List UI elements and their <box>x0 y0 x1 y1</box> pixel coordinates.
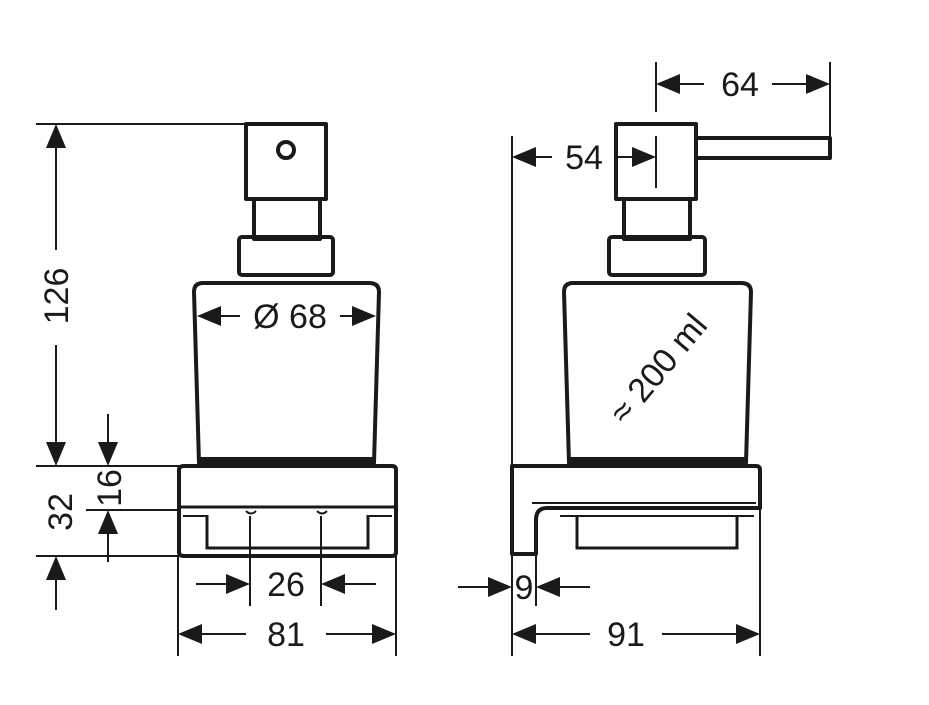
side-view <box>510 122 832 556</box>
dim-26: 26 <box>196 516 376 606</box>
dim-9: 9 <box>458 554 590 656</box>
capacity-label: ≈ 200 ml <box>602 307 715 431</box>
front-pump-neck <box>252 197 322 241</box>
side-pump-neck <box>622 197 692 241</box>
dim-68: Ø 68 <box>197 298 376 336</box>
dim-64: 64 <box>655 62 831 136</box>
dim-26-label: 26 <box>267 566 305 604</box>
side-collar <box>607 235 707 277</box>
dim-81: 81 <box>177 556 397 656</box>
side-wall-bracket <box>510 464 762 556</box>
dim-91-label: 91 <box>607 616 645 654</box>
dim-16-label: 16 <box>91 469 129 507</box>
dim-126-label: 126 <box>38 268 76 325</box>
side-glass-body <box>562 281 753 465</box>
side-spout <box>692 136 832 160</box>
dim-64-label: 64 <box>721 66 759 104</box>
front-view <box>177 122 398 558</box>
front-pump-head <box>244 122 328 201</box>
dim-9-label: 9 <box>515 569 534 607</box>
front-holder-cup <box>205 515 370 550</box>
dim-91: 91 <box>512 508 761 656</box>
dim-16: 16 <box>86 414 179 562</box>
front-mount-mark-right <box>316 510 328 515</box>
side-holder-cup <box>575 515 739 550</box>
dim-81-label: 81 <box>267 616 305 654</box>
dim-68-label: Ø 68 <box>253 298 327 336</box>
front-collar <box>237 235 335 277</box>
dim-54-label: 54 <box>565 139 603 177</box>
dim-54: 54 <box>511 136 657 466</box>
front-glass-body <box>192 281 381 465</box>
front-mount-mark-left <box>245 510 257 515</box>
dim-32-label: 32 <box>42 493 80 531</box>
dim-126: 126 <box>36 123 246 467</box>
front-holder-base <box>177 464 398 558</box>
dim-32: 32 <box>36 493 179 610</box>
front-pump-nozzle-hole <box>276 140 296 160</box>
